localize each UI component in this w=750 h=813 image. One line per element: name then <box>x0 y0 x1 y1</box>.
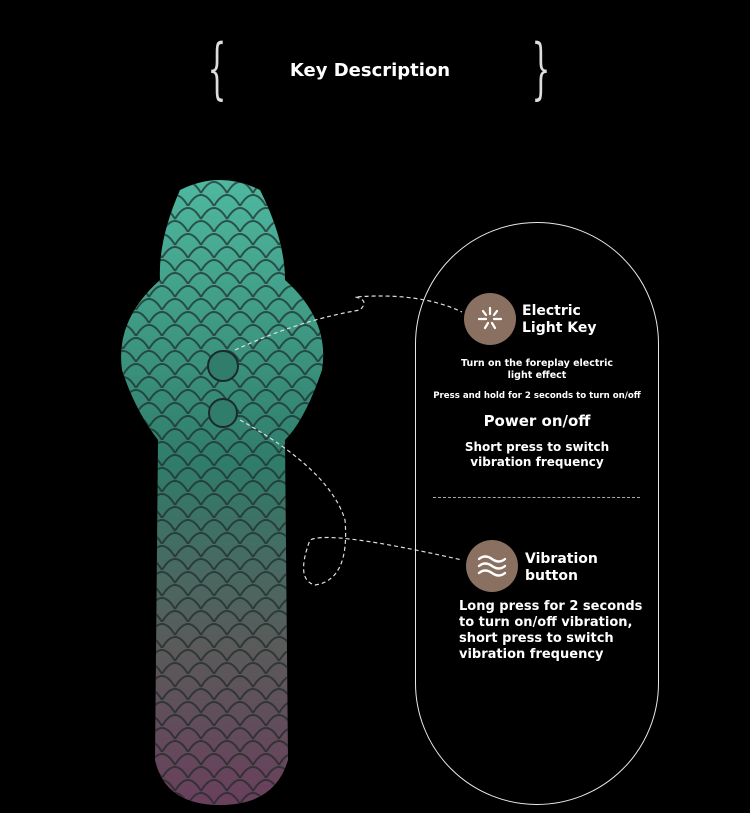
desc-line: light effect <box>507 370 567 381</box>
desc-line: short press to switch <box>459 631 614 646</box>
electric-light-key-label: Electric Light Key <box>522 303 597 337</box>
key-description-panel <box>415 222 659 805</box>
vibration-button-label: Vibration button <box>525 551 598 585</box>
left-brace: { <box>207 30 227 107</box>
desc-line: vibration frequency <box>470 455 604 469</box>
product-image <box>121 180 324 805</box>
electric-light-icon <box>464 293 516 345</box>
label-line: Vibration <box>525 551 598 567</box>
vibration-desc: Long press for 2 seconds to turn on/off … <box>459 599 642 663</box>
vibration-waves-icon <box>466 540 518 592</box>
desc-line: Short press to switch <box>464 440 610 454</box>
label-line: Electric <box>522 303 581 319</box>
electric-light-desc: Turn on the foreplay electric light effe… <box>415 358 659 382</box>
power-title: Power on/off <box>483 412 591 430</box>
desc-line: to turn on/off vibration, <box>459 615 633 630</box>
label-line: button <box>525 568 578 584</box>
vibration-button <box>208 398 238 428</box>
electric-light-button <box>207 350 239 382</box>
power-desc: Short press to switch vibration frequenc… <box>415 440 659 470</box>
desc-line: Long press for 2 seconds <box>459 599 643 614</box>
electric-light-hold: Press and hold for 2 seconds to turn on/… <box>433 391 641 401</box>
page-title: Key Description <box>289 60 451 81</box>
desc-line: vibration frequency <box>459 647 604 662</box>
right-brace: } <box>531 30 551 107</box>
label-line: Light Key <box>522 320 597 336</box>
divider <box>433 497 640 498</box>
desc-line: Turn on the foreplay electric <box>461 358 613 369</box>
